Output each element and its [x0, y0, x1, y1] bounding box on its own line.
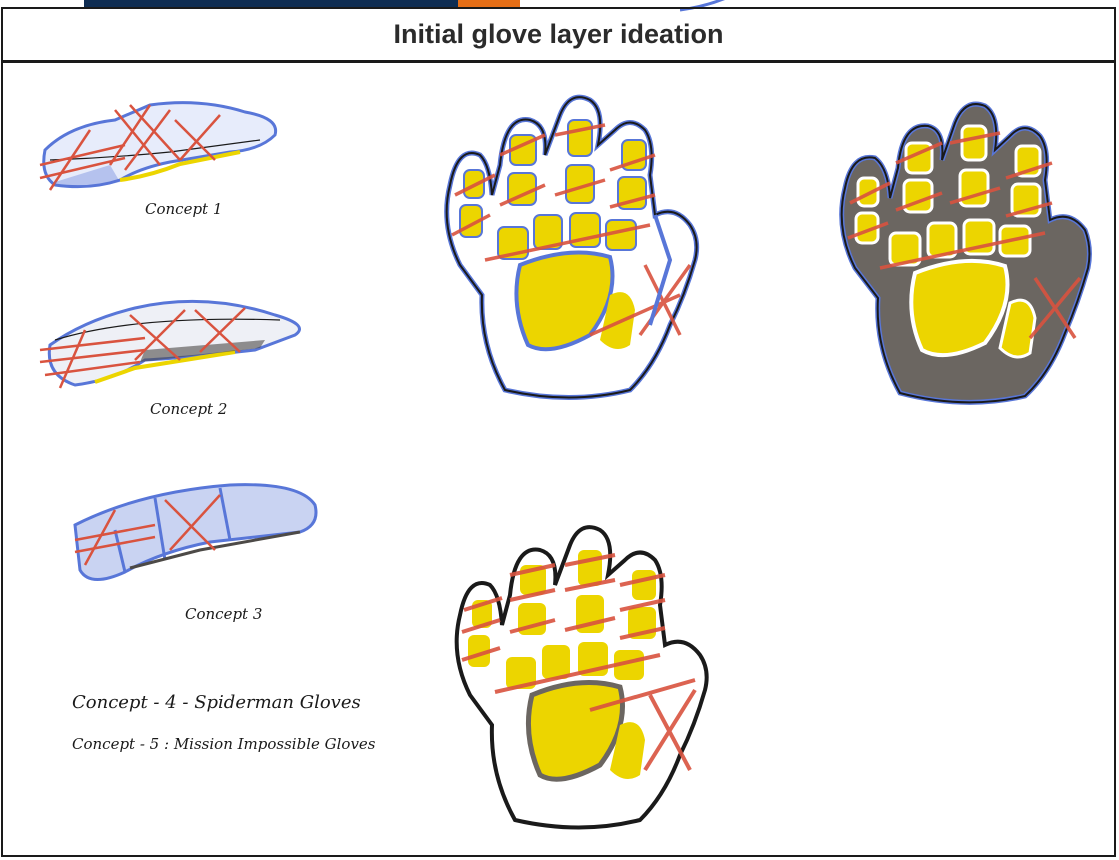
- hand-sketch-blue-glove: [430, 95, 720, 405]
- slide-title: Initial glove layer ideation: [393, 19, 723, 50]
- title-bar: Initial glove layer ideation: [3, 9, 1114, 63]
- hand-sketch-gray-glove: [830, 98, 1100, 408]
- hand-sketch-strap-glove: [440, 520, 720, 835]
- concept-4-note: Concept - 4 - Spiderman Gloves: [72, 692, 361, 713]
- concept-2-caption: Concept 2: [150, 400, 227, 418]
- concept-5-note: Concept - 5 : Mission Impossible Gloves: [72, 735, 376, 753]
- concept-2-finger-sketch: [35, 290, 295, 400]
- concept-1-caption: Concept 1: [145, 200, 222, 218]
- concept-1-finger-sketch: [30, 90, 290, 200]
- concept-3-caption: Concept 3: [185, 605, 262, 623]
- concept-3-finger-sketch: [70, 480, 330, 590]
